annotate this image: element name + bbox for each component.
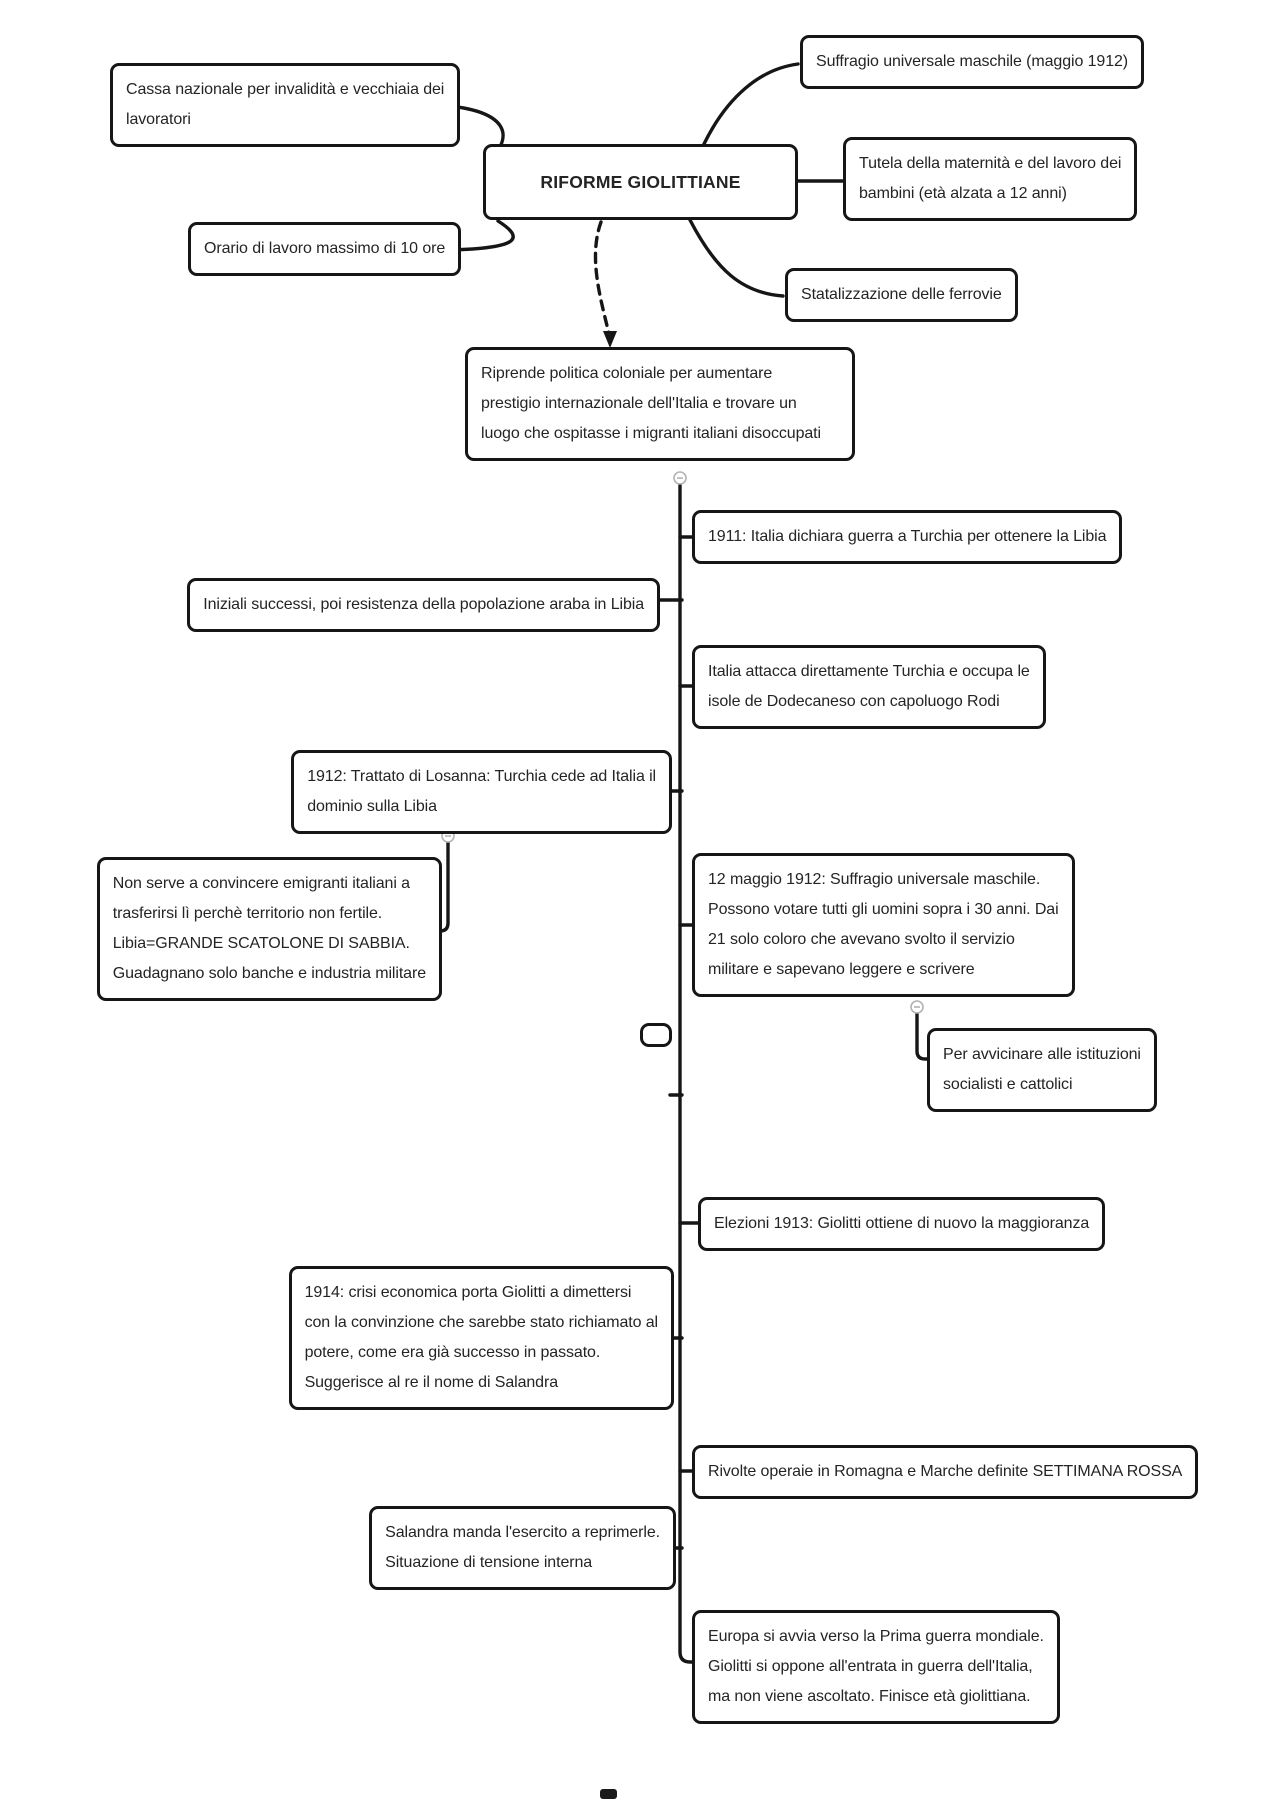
node-guerra-mondiale[interactable]: Europa si avvia verso la Prima guerra mo… <box>692 1610 1060 1724</box>
link-orario <box>450 219 515 252</box>
clipped-element-artifact <box>600 1789 617 1799</box>
node-guerra-turchia-1911[interactable]: 1911: Italia dichiara guerra a Turchia p… <box>692 510 1123 564</box>
node-statalizzazione-ferrovie[interactable]: Statalizzazione delle ferrovie <box>785 268 1018 322</box>
node-orario-lavoro[interactable]: Orario di lavoro massimo di 10 ore <box>188 222 462 276</box>
node-elezioni-1913[interactable]: Elezioni 1913: Giolitti ottiene di nuovo… <box>698 1197 1106 1251</box>
node-scatolone-sabbia[interactable]: Non serve a convincere emigranti italian… <box>96 857 442 1001</box>
node-salandra-esercito[interactable]: Salandra manda l'esercito a reprimerle. … <box>369 1506 676 1590</box>
node-patto-gentiloni[interactable] <box>640 1023 672 1047</box>
node-politica-coloniale[interactable]: Riprende politica coloniale per aumentar… <box>465 347 855 461</box>
link-avvicinare <box>915 1011 931 1061</box>
timeline-trunk <box>678 474 696 1664</box>
node-cassa-nazionale[interactable]: Cassa nazionale per invalidità e vecchia… <box>110 63 461 147</box>
link-ferrovie <box>688 218 785 298</box>
node-iniziali-successi[interactable]: Iniziali successi, poi resistenza della … <box>187 578 660 632</box>
node-crisi-1914[interactable]: 1914: crisi economica porta Giolitti a d… <box>288 1266 674 1410</box>
collapse-toggle-colonial[interactable] <box>673 471 687 485</box>
link-suffragio <box>702 62 800 146</box>
node-suffragio-universale[interactable]: Suffragio universale maschile (maggio 19… <box>800 35 1145 89</box>
node-tutela-maternita[interactable]: Tutela della maternità e del lavoro dei … <box>843 137 1138 221</box>
node-riforme-giolittiane[interactable]: RIFORME GIOLITTIANE <box>483 144 798 220</box>
node-trattato-losanna[interactable]: 1912: Trattato di Losanna: Turchia cede … <box>291 750 672 834</box>
collapse-toggle-suffragio-1912[interactable] <box>910 1000 924 1014</box>
link-colonial-dashed <box>593 220 611 336</box>
arrowhead <box>603 331 617 348</box>
node-attacco-dodecaneso[interactable]: Italia attacca direttamente Turchia e oc… <box>692 645 1046 729</box>
node-avvicinare-istituzioni[interactable]: Per avvicinare alle istituzioni socialis… <box>927 1028 1157 1112</box>
node-suffragio-maggio-1912[interactable]: 12 maggio 1912: Suffragio universale mas… <box>692 853 1075 997</box>
node-settimana-rossa[interactable]: Rivolte operaie in Romagna e Marche defi… <box>692 1445 1199 1499</box>
